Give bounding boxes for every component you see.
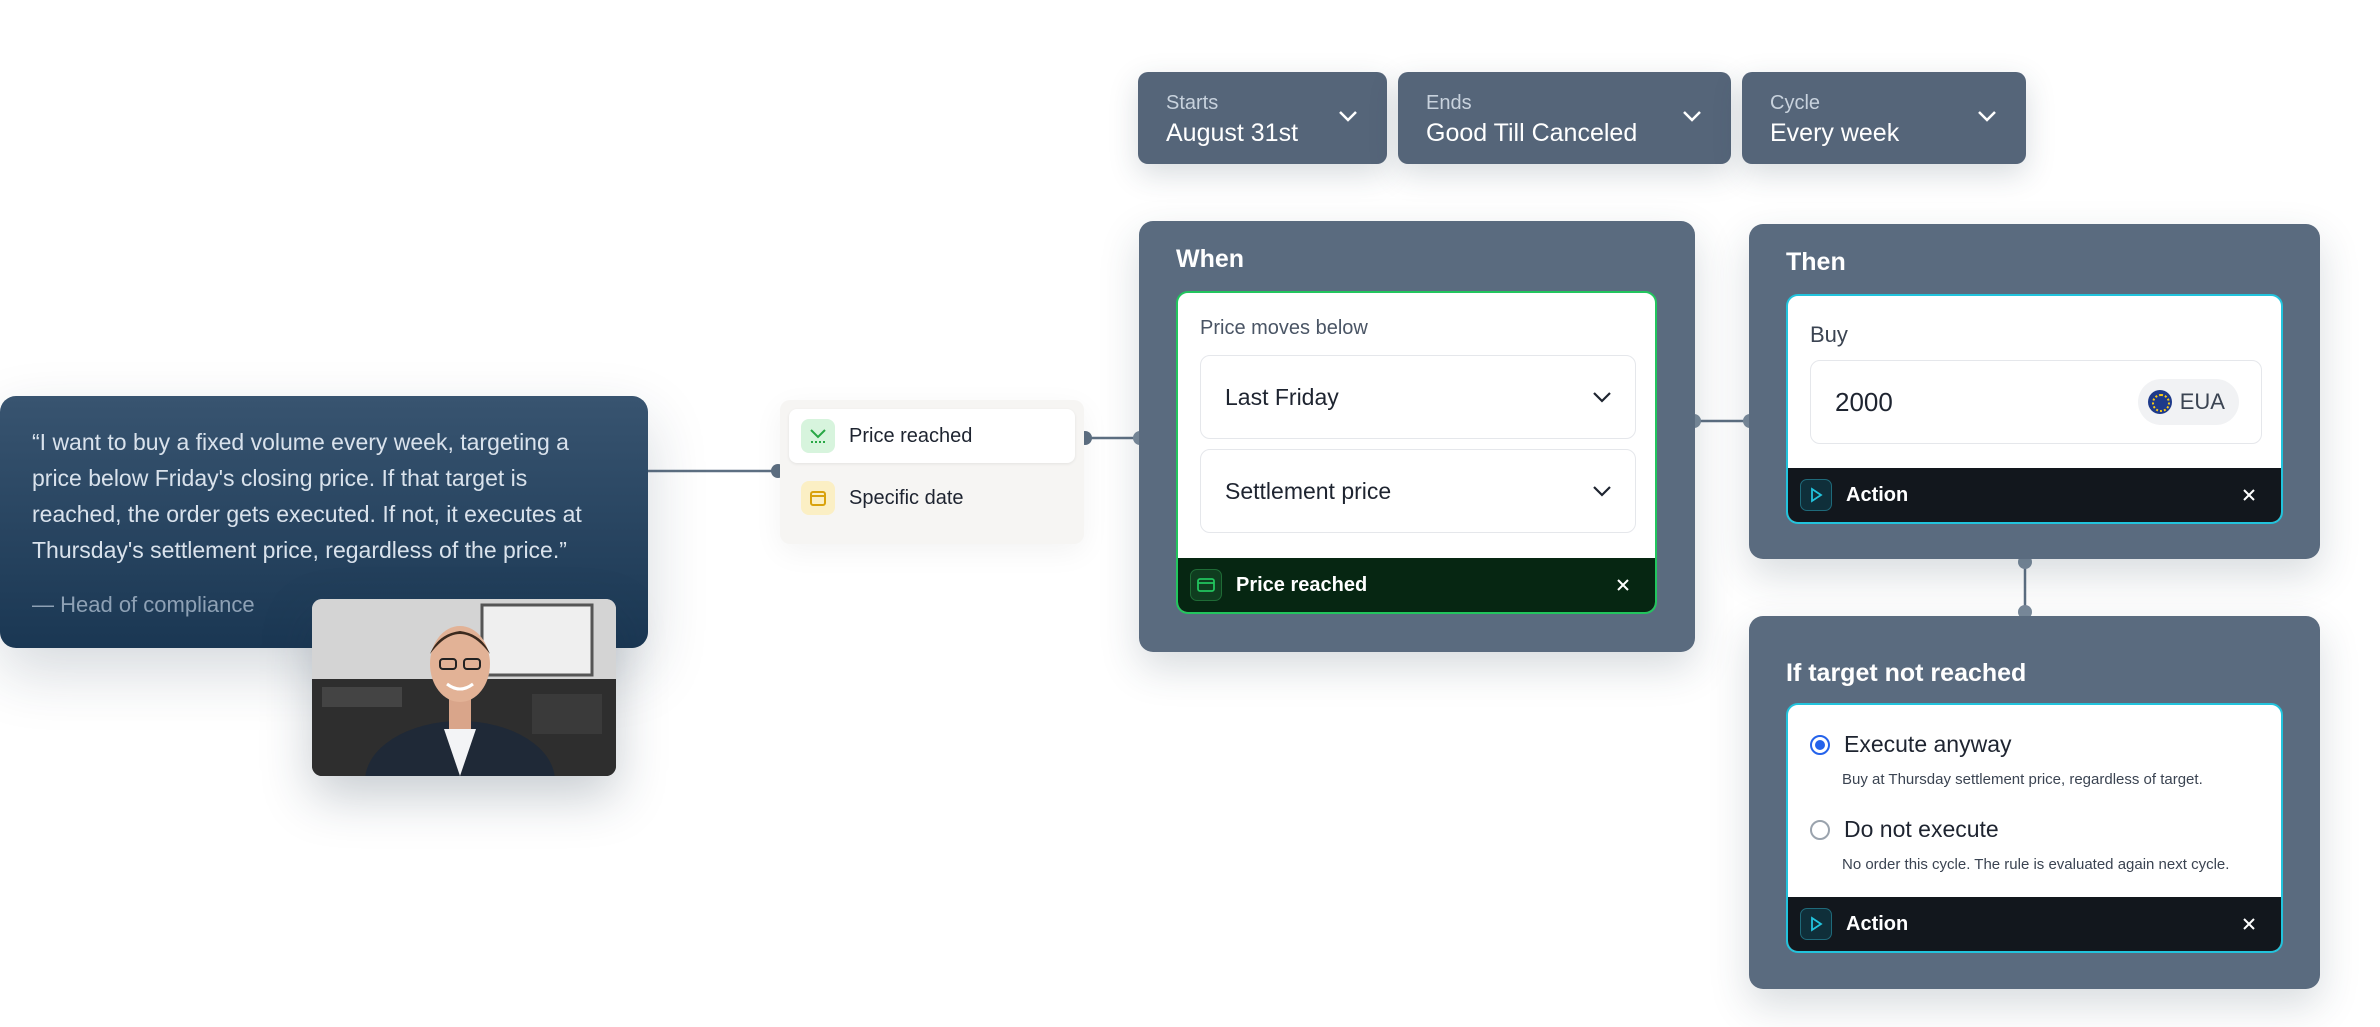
quote-text: “I want to buy a fixed volume every week…: [32, 429, 582, 563]
trigger-specific-date[interactable]: Specific date: [789, 471, 1075, 525]
fallback-footer: Action: [1788, 897, 2281, 951]
reference-dropdown[interactable]: Last Friday: [1200, 355, 1636, 439]
fallback-title: If target not reached: [1786, 659, 2027, 687]
option-do-not-execute[interactable]: Do not execute: [1810, 816, 1999, 843]
then-title: Then: [1786, 248, 1846, 276]
option-execute-anyway[interactable]: Execute anyway: [1810, 731, 2011, 758]
buy-label: Buy: [1810, 322, 1848, 347]
ends-dropdown[interactable]: Ends Good Till Canceled: [1398, 72, 1731, 164]
when-panel: When Price moves below Last Friday Settl…: [1139, 221, 1695, 652]
option-description: No order this cycle. The rule is evaluat…: [1842, 856, 2230, 873]
trigger-price-reached[interactable]: Price reached: [789, 409, 1075, 463]
when-footer: Price reached: [1178, 558, 1655, 612]
reference-value: Last Friday: [1225, 383, 1339, 410]
fallback-options-card: Execute anyway Buy at Thursday settlemen…: [1786, 703, 2283, 953]
chevron-down-icon: [1339, 111, 1357, 122]
ends-value: Good Till Canceled: [1426, 119, 1638, 147]
then-footer: Action: [1788, 468, 2281, 522]
then-footer-label: Action: [1846, 483, 1909, 506]
price-target-icon: [801, 419, 835, 453]
cycle-label: Cycle: [1770, 92, 1821, 114]
currency-label: EUA: [2179, 389, 2225, 414]
trigger-label: Price reached: [849, 424, 973, 447]
price-type-value: Settlement price: [1225, 477, 1392, 504]
trigger-selector: Price reached Specific date: [780, 400, 1084, 544]
cycle-dropdown[interactable]: Cycle Every week: [1742, 72, 2026, 164]
play-icon: [1800, 479, 1832, 511]
option-label: Execute anyway: [1844, 731, 2012, 757]
close-icon[interactable]: [1613, 575, 1633, 595]
play-icon: [1800, 908, 1832, 940]
when-title: When: [1176, 245, 1245, 273]
starts-label: Starts: [1166, 92, 1219, 114]
amount-field[interactable]: 2000 EUA: [1810, 360, 2262, 444]
radio-button[interactable]: [1810, 734, 1830, 755]
fallback-panel: If target not reached Execute anyway Buy…: [1749, 616, 2320, 989]
cycle-value: Every week: [1770, 119, 1900, 147]
trigger-label: Specific date: [849, 486, 964, 509]
ends-label: Ends: [1426, 92, 1472, 114]
when-footer-label: Price reached: [1236, 573, 1368, 596]
price-type-dropdown[interactable]: Settlement price: [1200, 449, 1636, 533]
currency-selector[interactable]: EUA: [2137, 379, 2239, 425]
price-card-icon: [1190, 569, 1222, 601]
starts-value: August 31st: [1166, 119, 1299, 147]
starts-dropdown[interactable]: Starts August 31st: [1138, 72, 1387, 164]
then-panel: Then Buy 2000 EUA Action: [1749, 224, 2320, 559]
calendar-icon: [801, 481, 835, 515]
fallback-footer-label: Action: [1846, 912, 1909, 935]
then-action-card: Buy 2000 EUA Action: [1786, 294, 2283, 524]
chevron-down-icon: [1593, 392, 1611, 403]
chevron-down-icon: [1593, 486, 1611, 497]
chevron-down-icon: [1683, 111, 1701, 122]
when-condition-card: Price moves below Last Friday Settlement…: [1176, 291, 1657, 614]
eu-flag-icon: [2147, 390, 2172, 414]
option-label: Do not execute: [1844, 816, 1999, 842]
author-photo: [312, 599, 616, 776]
close-icon[interactable]: [2239, 914, 2259, 934]
condition-label: Price moves below: [1200, 317, 1368, 339]
amount-value: 2000: [1835, 386, 1893, 417]
close-icon[interactable]: [2239, 485, 2259, 505]
radio-button[interactable]: [1810, 819, 1830, 840]
chevron-down-icon: [1978, 111, 1996, 122]
quote-author: — Head of compliance: [32, 592, 255, 617]
option-description: Buy at Thursday settlement price, regard…: [1842, 771, 2203, 788]
